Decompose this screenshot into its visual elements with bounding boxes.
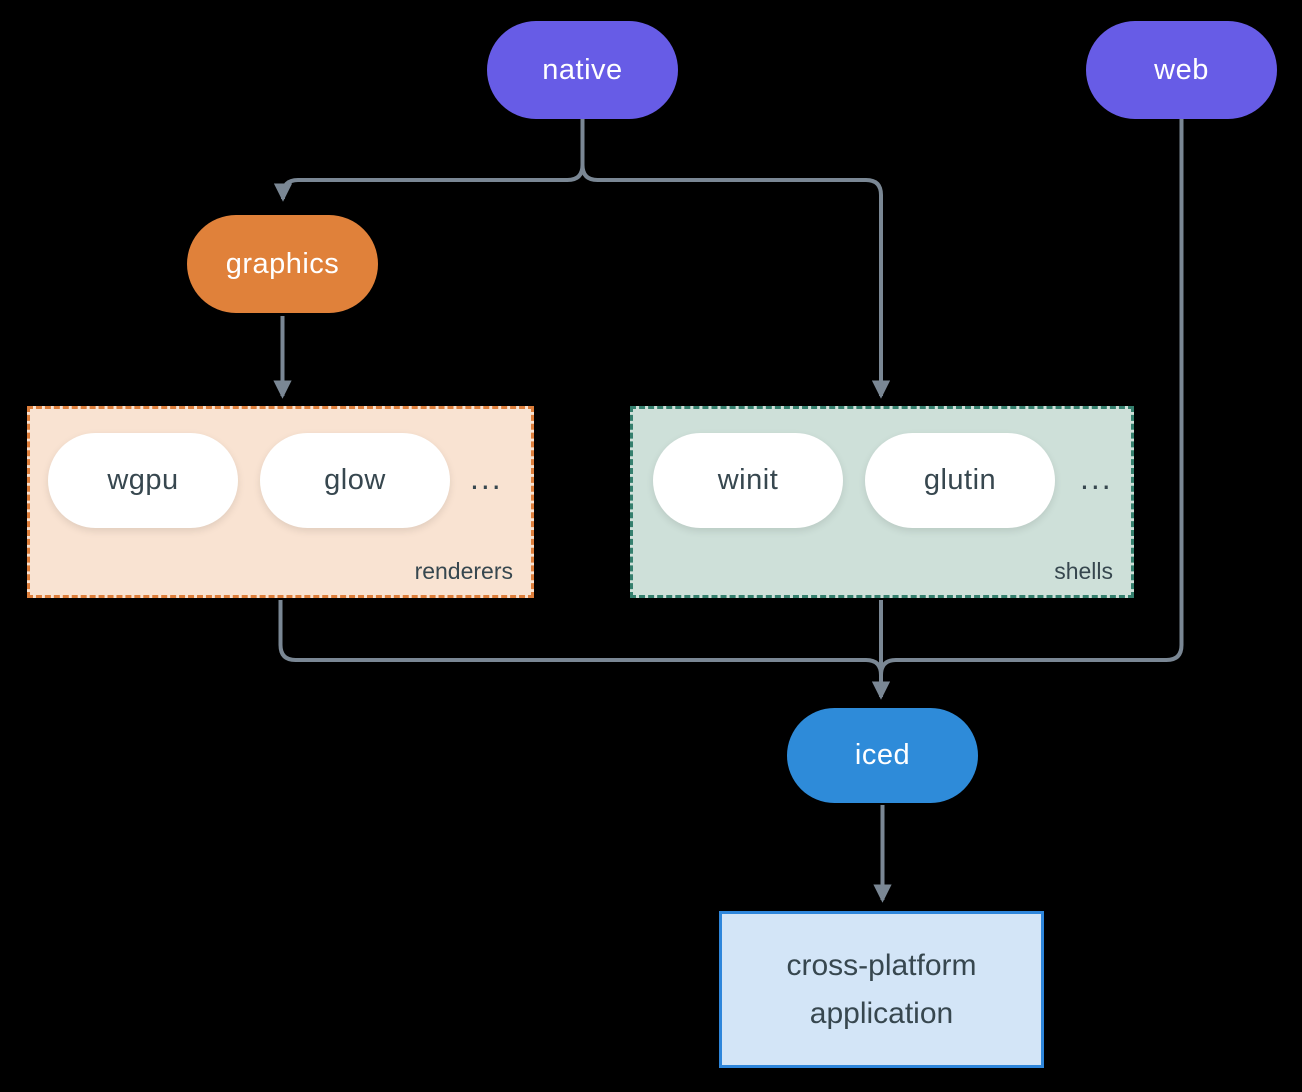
- renderers-ellipsis: ...: [470, 460, 503, 496]
- app-box: cross-platform application: [719, 911, 1044, 1068]
- node-graphics: graphics: [187, 215, 378, 313]
- edge-renderers-to-merge: [278, 600, 883, 676]
- node-graphics-label: graphics: [225, 247, 340, 280]
- pill-glutin: glutin: [865, 433, 1055, 528]
- node-native: native: [487, 21, 678, 119]
- group-shells-label: shells: [1054, 558, 1113, 584]
- pill-glow-label: glow: [324, 464, 386, 496]
- pill-winit: winit: [653, 433, 843, 528]
- pill-winit-label: winit: [717, 464, 779, 496]
- shells-ellipsis: ...: [1080, 460, 1113, 496]
- node-native-label: native: [542, 53, 623, 86]
- pill-wgpu: wgpu: [48, 433, 238, 528]
- pill-wgpu-label: wgpu: [107, 464, 179, 496]
- node-web: web: [1086, 21, 1277, 119]
- node-web-label: web: [1154, 53, 1209, 86]
- edge-native-to-shells: [580, 119, 891, 399]
- app-box-label-line1: cross-platform: [786, 948, 977, 982]
- group-renderers-label: renderers: [414, 558, 513, 584]
- node-iced: iced: [787, 708, 978, 803]
- pill-glutin-label: glutin: [923, 464, 997, 496]
- pill-glow: glow: [260, 433, 450, 528]
- node-iced-label: iced: [854, 739, 911, 771]
- app-box-label-line2: application: [809, 996, 954, 1030]
- edge-native-to-graphics: [273, 119, 585, 202]
